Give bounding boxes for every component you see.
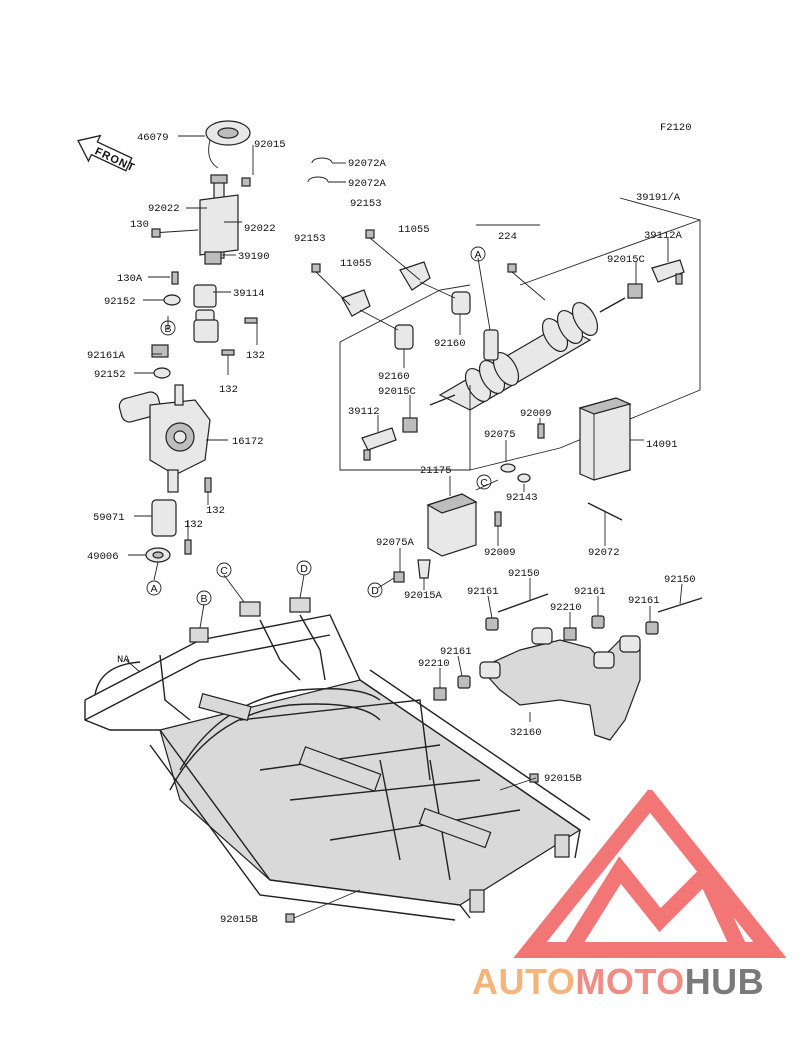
callout-b-upper-text: B [164,323,171,335]
swing-arm-assembly [433,578,703,741]
part-39114-label: 39114 [233,288,265,300]
part-92009-lower-label: 92009 [484,547,516,559]
part-92015C-left-label: 92015C [378,386,416,398]
part-92150-right-label: 92150 [664,574,696,586]
part-92161-4-label: 92161 [440,646,472,658]
front-arrow: FRONT [77,134,137,175]
callout-a-lower: A [146,580,162,596]
logo-word-auto: AUTO [472,961,576,1002]
part-130-label: 130 [130,219,149,231]
part-130A-label: 130A [117,273,143,285]
steering-rack-assembly [307,157,701,471]
part-92161-2-label: 92161 [574,586,606,598]
part-132-bottom-label: 132 [184,519,203,531]
part-92161-1-label: 92161 [467,586,499,598]
part-92022-left-label: 92022 [148,203,180,215]
logo-triangle-mark [513,790,787,958]
part-132-lower-label: 132 [206,505,225,517]
callout-b-upper: B [160,320,176,336]
part-11055-lower-label: 11055 [340,258,372,270]
callout-c-mid: C [476,474,492,490]
part-32160-label: 32160 [510,727,542,739]
part-16172-label: 16172 [232,436,264,448]
part-132-mid-label: 132 [219,384,238,396]
part-14091-label: 14091 [646,439,678,451]
part-92161-3-label: 92161 [628,595,660,607]
part-92152-lower-label: 92152 [94,369,126,381]
part-39112A-label: 39112A [644,230,683,242]
part-92210-upper-label: 92210 [550,602,582,614]
part-11055-upper-label: 11055 [398,224,430,236]
part-92072-label: 92072 [588,547,620,559]
part-92015B-lower-label: 92015B [220,914,258,926]
part-39112-label: 39112 [348,406,380,418]
callout-d-frame-text: D [300,563,308,575]
automotohub-wordmark: AUTOMOTOHUB [472,962,764,1002]
part-21175-label: 21175 [420,465,452,477]
part-NA-label: NA [117,654,130,666]
callout-d-mid: D [367,582,383,598]
callout-b-frame: B [196,590,212,606]
steering-column-assembly [118,120,258,581]
callout-a-upper-text: A [474,249,481,261]
part-46079-label: 46079 [137,132,169,144]
part-92143-label: 92143 [506,492,538,504]
callout-b-frame-text: B [200,593,207,605]
part-39191A-label: 39191/A [636,192,681,204]
part-92072A-upper-label: 92072A [348,158,387,170]
part-92161A-label: 92161A [87,350,126,362]
ecu-assembly [377,397,644,590]
part-92210-lower-label: 92210 [418,658,450,670]
callout-d-frame: D [296,560,312,576]
part-92015B-upper-label: 92015B [544,773,582,785]
callout-c-frame-text: C [220,565,228,577]
part-92015A-label: 92015A [404,590,443,602]
part-92152-upper-label: 92152 [104,296,136,308]
part-92015C-right-label: 92015C [607,254,645,266]
callout-a-upper: A [470,246,486,262]
callout-c-frame: C [216,562,232,578]
automotohub-logo [513,790,787,958]
callout-a-lower-text: A [150,583,157,595]
part-92075-label: 92075 [484,429,516,441]
part-92153-lower-label: 92153 [294,233,326,245]
part-92009-upper-label: 92009 [520,408,552,420]
part-92160-left-label: 92160 [378,371,410,383]
part-92022-right-label: 92022 [244,223,276,235]
callout-c-mid-text: C [480,477,488,489]
part-92075A-label: 92075A [376,537,415,549]
part-224-label: 224 [498,231,517,243]
part-49006-label: 49006 [87,551,119,563]
part-92015-label: 92015 [254,139,286,151]
callout-d-mid-text: D [371,585,379,597]
figure-code: F2120 [660,122,692,134]
part-39190-label: 39190 [238,251,270,263]
vehicle-frame [84,574,591,923]
part-132-upper-label: 132 [246,350,265,362]
part-92072A-lower-label: 92072A [348,178,387,190]
part-92153-upper-label: 92153 [350,198,382,210]
logo-word-moto: MOTO [575,961,685,1002]
logo-word-hub: HUB [684,961,765,1002]
part-92160-right-label: 92160 [434,338,466,350]
part-92150-left-label: 92150 [508,568,540,580]
part-59071-label: 59071 [93,512,125,524]
